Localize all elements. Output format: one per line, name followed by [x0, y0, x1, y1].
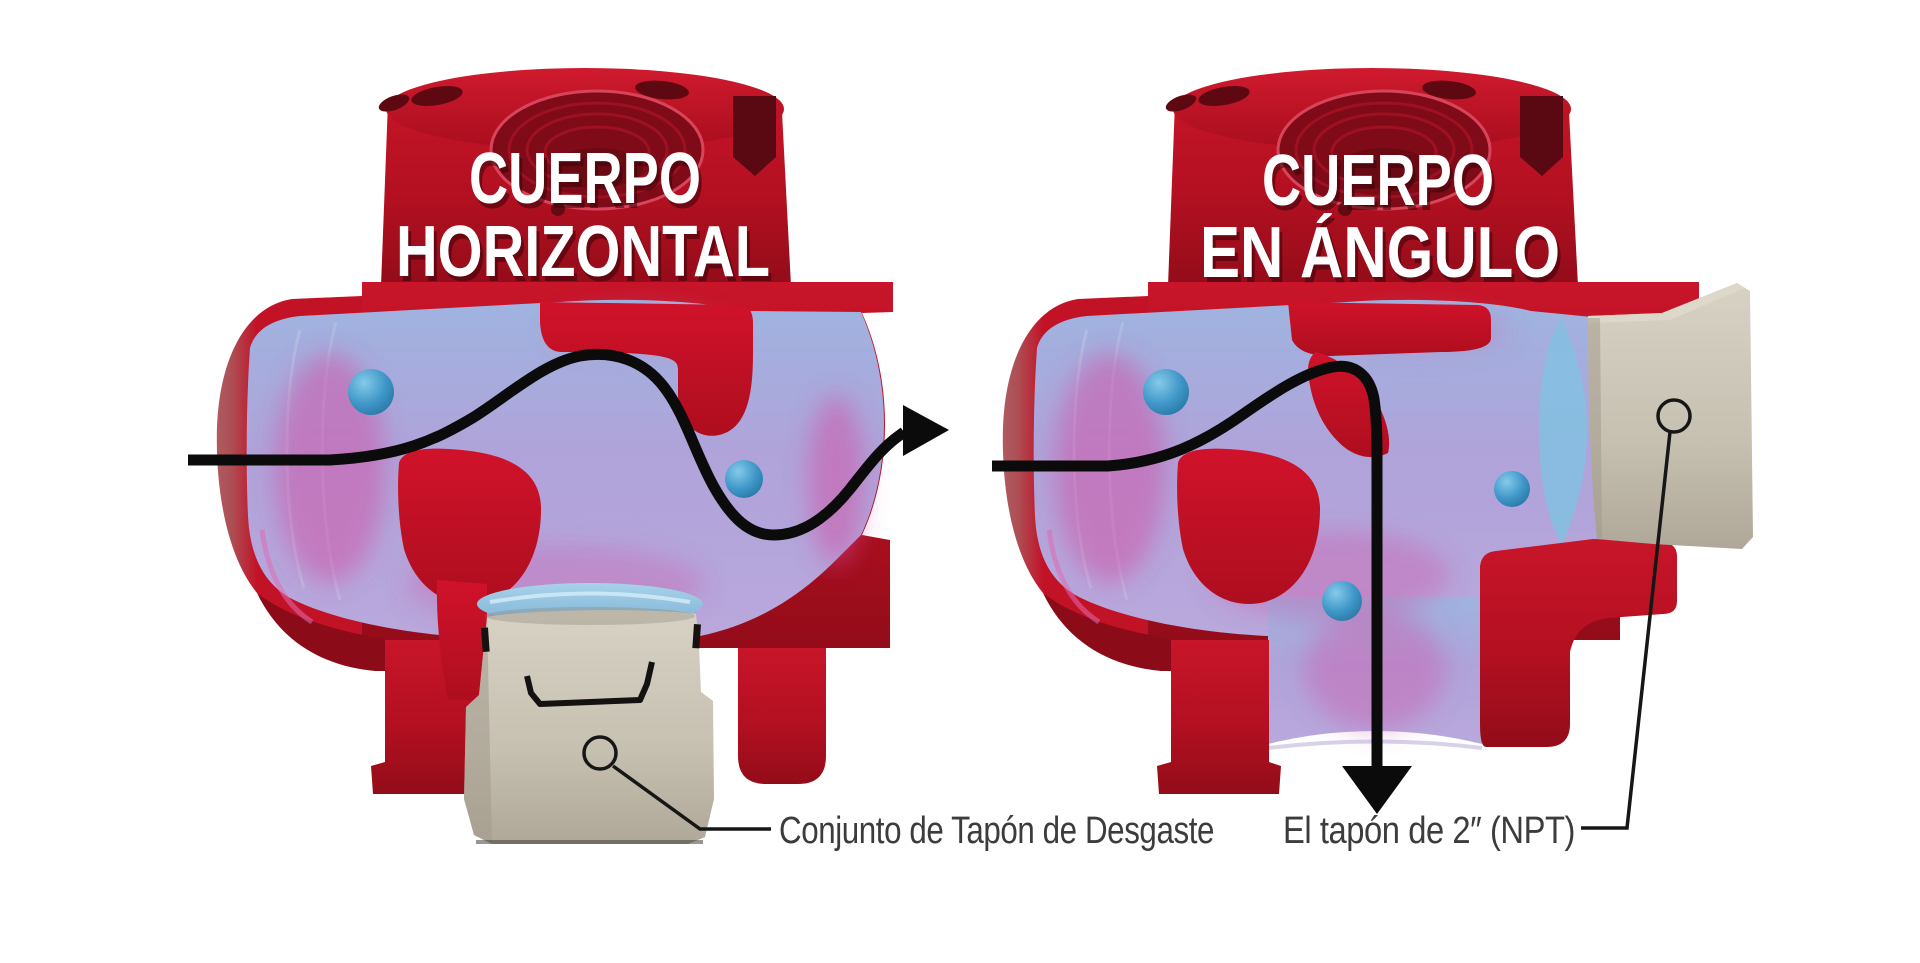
horizontal-valve-figure: CUERPO HORIZONTAL CUERPO HORIZONTAL [216, 68, 893, 844]
right-foot [738, 648, 826, 784]
cut-face-top-hook [540, 302, 753, 436]
cut-face-plug-side [436, 580, 487, 700]
bolt-hole-icon [1198, 86, 1250, 106]
inlet-flange-underside [257, 593, 385, 671]
cut-face-center-mass [398, 448, 542, 605]
npt-plug-label: El tapón de 2″ (NPT) [1283, 810, 1575, 852]
seal-port-icon [1143, 369, 1189, 415]
flow-arrows [188, 348, 1412, 814]
bonnet-slot [733, 96, 776, 176]
seal-port-icon [1494, 471, 1530, 507]
thread-ring [507, 101, 687, 199]
seat-dome-highlight [489, 591, 691, 604]
plug-seat-crescent [1539, 318, 1587, 544]
left-title-line1-shadow: CUERPO [472, 144, 704, 224]
right-title-line2-shadow: EN ÁNGULO [1203, 218, 1563, 298]
wear-plug-label: Conjunto de Tapón de Desgaste [779, 810, 1214, 852]
plug-seam-tick [481, 627, 490, 652]
thread-bore-shadow [551, 148, 643, 188]
callout-wear-plug: Conjunto de Tapón de Desgaste [582, 735, 1215, 852]
seal-port-icon [725, 460, 763, 498]
front-pin-hole-icon [1338, 202, 1352, 216]
callout-npt-plug: El tapón de 2″ (NPT) [1283, 398, 1692, 852]
bolt-hole-icon [1422, 80, 1476, 100]
arrowhead-down-icon [1342, 766, 1412, 814]
circle-marker-icon [582, 735, 618, 771]
npt-plug-top-face [1588, 283, 1745, 323]
bolt-hole-icon [378, 94, 410, 112]
cut-face-hook [1308, 352, 1390, 458]
right-title-line1-shadow: CUERPO [1265, 146, 1497, 226]
bore-pink-rim [1046, 529, 1101, 625]
thread-ring [1294, 101, 1474, 199]
cut-face-top-block [1288, 302, 1491, 356]
npt-plug-left-shade [1588, 318, 1602, 539]
leader-line [1581, 431, 1672, 830]
left-foot [1157, 640, 1281, 794]
inlet-flange-underside [1043, 593, 1171, 671]
plug-top-shadow [485, 607, 695, 625]
front-pin-hole-icon [551, 202, 565, 216]
seal-port-icon [1322, 581, 1362, 621]
npt-plug [1588, 283, 1753, 549]
angled-valve-figure: CUERPO EN ÁNGULO CUERPO EN ÁNGULO [1002, 68, 1753, 794]
leader-line [611, 764, 771, 831]
right-title-line2: EN ÁNGULO [1200, 213, 1560, 293]
circle-marker-icon [1656, 398, 1692, 434]
outlet-elbow-foot [1480, 539, 1677, 747]
flow-path-angled [992, 360, 1383, 766]
thread-bore-shadow [1338, 148, 1430, 188]
bolt-hole-icon [411, 86, 463, 106]
left-title-line2-shadow: HORIZONTAL [399, 217, 773, 297]
left-title-line2: HORIZONTAL [396, 212, 770, 292]
plug-seam-tick [692, 624, 701, 649]
plug-retainer-bracket [524, 661, 655, 707]
bolt-hole-icon [1165, 94, 1197, 112]
wear-plug-left-shade [464, 617, 492, 844]
bonnet-slot [1520, 96, 1563, 176]
flow-path-horizontal [188, 348, 908, 541]
seal-port-icon [348, 369, 394, 415]
wear-plug-assembly [464, 610, 714, 844]
bolt-hole-icon [635, 80, 689, 100]
left-title-line1: CUERPO [469, 139, 701, 219]
arrowhead-right-icon [903, 405, 949, 456]
right-title-line1: CUERPO [1262, 141, 1494, 221]
bore-pink-rim [259, 529, 314, 625]
cut-face-center-mass [1177, 448, 1321, 605]
